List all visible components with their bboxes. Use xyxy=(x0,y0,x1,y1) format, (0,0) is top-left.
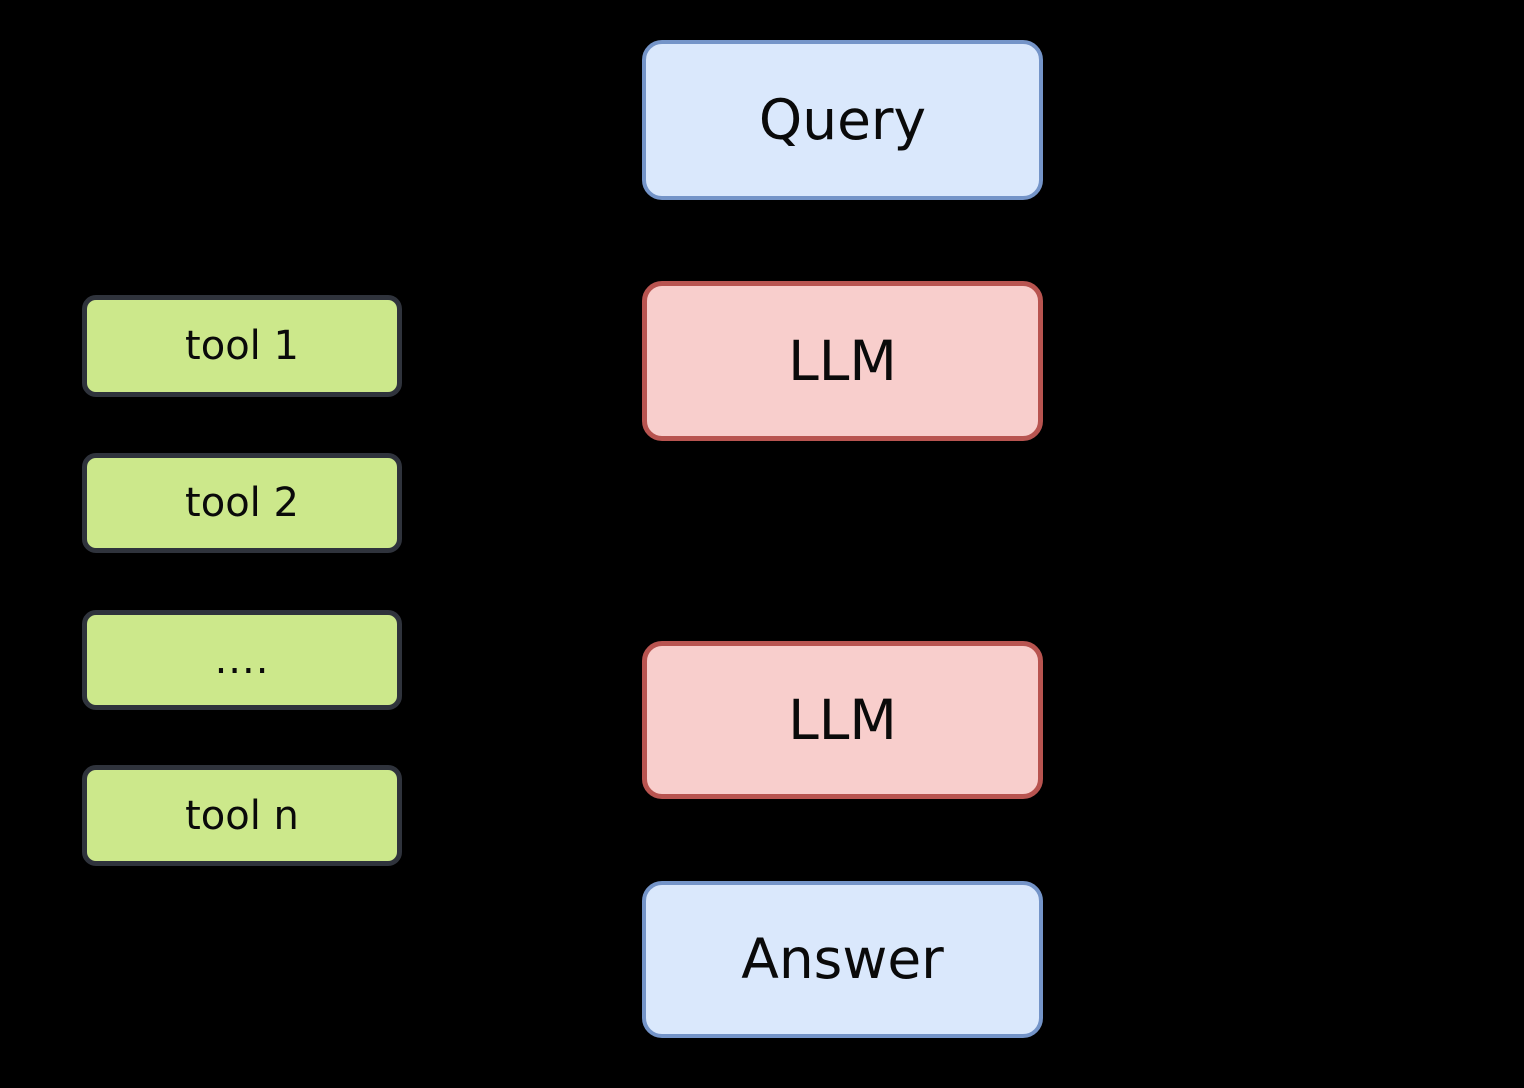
node-llm-1[interactable]: LLM xyxy=(642,281,1043,441)
node-tool-2-label: tool 2 xyxy=(185,480,299,526)
node-llm-2-label: LLM xyxy=(788,687,897,752)
node-tool-2[interactable]: tool 2 xyxy=(82,453,402,553)
node-tool-n-label: tool n xyxy=(185,792,299,839)
node-answer[interactable]: Answer xyxy=(642,881,1043,1038)
node-answer-label: Answer xyxy=(741,927,944,992)
node-tool-1[interactable]: tool 1 xyxy=(82,295,402,397)
node-tool-1-label: tool 1 xyxy=(185,323,299,369)
node-llm-2[interactable]: LLM xyxy=(642,641,1043,799)
node-tool-ellipsis[interactable]: .... xyxy=(82,610,402,710)
node-llm-1-label: LLM xyxy=(788,328,897,393)
node-tool-n[interactable]: tool n xyxy=(82,765,402,866)
node-tool-ellipsis-label: .... xyxy=(214,637,270,683)
node-query[interactable]: Query xyxy=(642,40,1043,200)
node-query-label: Query xyxy=(758,87,927,152)
